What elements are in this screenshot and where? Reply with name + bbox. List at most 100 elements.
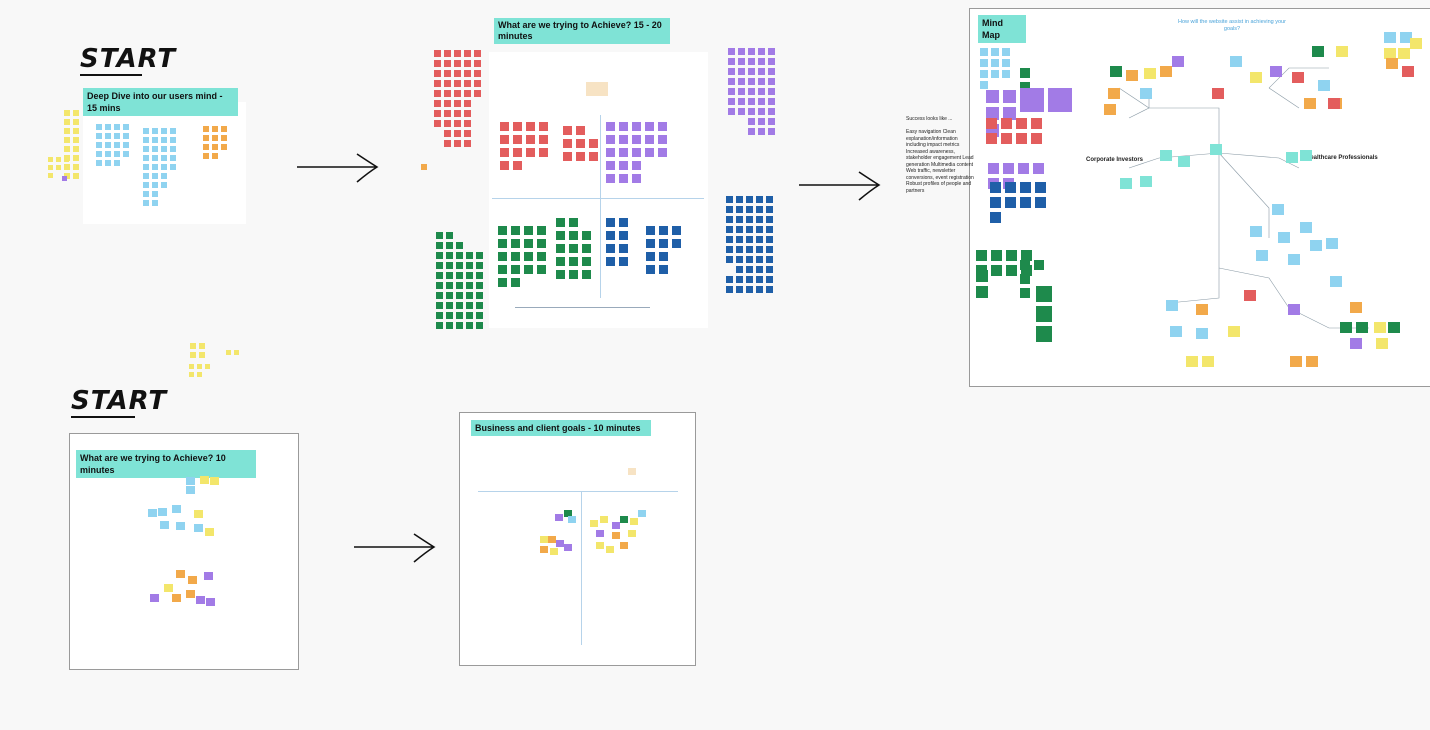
sticky-note-icon[interactable] (658, 148, 667, 157)
sticky-note-icon[interactable] (1212, 88, 1224, 99)
sticky-note-icon[interactable] (123, 151, 129, 157)
sticky-note-icon[interactable] (212, 153, 218, 159)
sticky-note-icon[interactable] (645, 135, 654, 144)
sticky-note-icon[interactable] (766, 196, 773, 203)
sticky-note-icon[interactable] (589, 139, 598, 148)
sticky-note-icon[interactable] (64, 110, 70, 116)
sticky-note-icon[interactable] (476, 312, 483, 319)
sticky-note-icon[interactable] (756, 226, 763, 233)
sticky-note-icon[interactable] (728, 68, 735, 75)
sticky-note-icon[interactable] (1005, 197, 1016, 208)
sticky-note-icon[interactable] (203, 126, 209, 132)
sticky-note-icon[interactable] (152, 182, 158, 188)
sticky-note-icon[interactable] (746, 256, 753, 263)
sticky-note-icon[interactable] (582, 231, 591, 240)
sticky-note-icon[interactable] (464, 120, 471, 127)
sticky-note-icon[interactable] (170, 128, 176, 134)
sticky-note-icon[interactable] (436, 282, 443, 289)
sticky-note-icon[interactable] (152, 155, 158, 161)
sticky-note-icon[interactable] (161, 182, 167, 188)
sticky-note-icon[interactable] (143, 155, 149, 161)
sticky-note-icon[interactable] (96, 151, 102, 157)
sticky-note-icon[interactable] (161, 146, 167, 152)
sticky-note-icon[interactable] (569, 231, 578, 240)
sticky-note-icon[interactable] (726, 226, 733, 233)
sticky-note-icon[interactable] (1036, 286, 1052, 302)
sticky-note-icon[interactable] (143, 164, 149, 170)
sticky-note-icon[interactable] (454, 130, 461, 137)
sticky-note-icon[interactable] (746, 286, 753, 293)
sticky-note-icon[interactable] (645, 148, 654, 157)
sticky-note-icon[interactable] (991, 250, 1002, 261)
sticky-note-icon[interactable] (606, 174, 615, 183)
sticky-note-icon[interactable] (48, 173, 53, 178)
sticky-note-icon[interactable] (444, 100, 451, 107)
sticky-note-icon[interactable] (513, 122, 522, 131)
sticky-note-icon[interactable] (511, 239, 520, 248)
sticky-note-icon[interactable] (1384, 48, 1396, 59)
sticky-note-icon[interactable] (114, 133, 120, 139)
sticky-note-icon[interactable] (456, 252, 463, 259)
sticky-note-icon[interactable] (1330, 276, 1342, 287)
sticky-note-icon[interactable] (539, 135, 548, 144)
sticky-note-icon[interactable] (537, 252, 546, 261)
sticky-note-icon[interactable] (632, 161, 641, 170)
sticky-note-icon[interactable] (498, 265, 507, 274)
sticky-note-icon[interactable] (748, 78, 755, 85)
sticky-note-icon[interactable] (766, 236, 773, 243)
frame-business-goals[interactable] (459, 412, 696, 666)
sticky-note-icon[interactable] (1120, 178, 1132, 189)
sticky-note-icon[interactable] (1020, 88, 1044, 112)
sticky-note-icon[interactable] (524, 239, 533, 248)
sticky-note-icon[interactable] (524, 265, 533, 274)
sticky-note-icon[interactable] (736, 196, 743, 203)
sticky-note-icon[interactable] (96, 142, 102, 148)
sticky-note-icon[interactable] (526, 135, 535, 144)
sticky-note-icon[interactable] (748, 108, 755, 115)
sticky-note-icon[interactable] (658, 122, 667, 131)
sticky-note-icon[interactable] (1250, 226, 1262, 237)
sticky-note-icon[interactable] (199, 352, 205, 358)
sticky-note-icon[interactable] (444, 80, 451, 87)
sticky-note-icon[interactable] (464, 50, 471, 57)
sticky-note-icon[interactable] (456, 322, 463, 329)
sticky-note-icon[interactable] (766, 286, 773, 293)
sticky-note-icon[interactable] (1244, 290, 1256, 301)
sticky-note-icon[interactable] (221, 144, 227, 150)
sticky-note-icon[interactable] (980, 70, 988, 78)
sticky-note-icon[interactable] (728, 78, 735, 85)
sticky-note-icon[interactable] (221, 126, 227, 132)
sticky-note-icon[interactable] (434, 80, 441, 87)
sticky-note-icon[interactable] (114, 151, 120, 157)
sticky-note-icon[interactable] (524, 252, 533, 261)
sticky-note-icon[interactable] (1310, 240, 1322, 251)
sticky-note-icon[interactable] (454, 50, 461, 57)
sticky-note-icon[interactable] (436, 272, 443, 279)
sticky-note-icon[interactable] (446, 322, 453, 329)
sticky-note-icon[interactable] (464, 100, 471, 107)
sticky-note-icon[interactable] (1398, 48, 1410, 59)
sticky-note-icon[interactable] (511, 226, 520, 235)
sticky-note-icon[interactable] (152, 164, 158, 170)
sticky-note-icon[interactable] (1350, 302, 1362, 313)
sticky-note-icon[interactable] (454, 90, 461, 97)
sticky-note-icon[interactable] (766, 216, 773, 223)
sticky-note-icon[interactable] (556, 257, 565, 266)
sticky-note-icon[interactable] (205, 528, 214, 536)
sticky-note-icon[interactable] (1166, 300, 1178, 311)
sticky-note-icon[interactable] (474, 70, 481, 77)
sticky-note-icon[interactable] (728, 108, 735, 115)
sticky-note-icon[interactable] (456, 272, 463, 279)
sticky-note-icon[interactable] (1312, 46, 1324, 57)
sticky-note-icon[interactable] (476, 322, 483, 329)
sticky-note-icon[interactable] (738, 58, 745, 65)
sticky-note-icon[interactable] (1388, 322, 1400, 333)
sticky-note-icon[interactable] (105, 133, 111, 139)
sticky-note-icon[interactable] (569, 244, 578, 253)
sticky-note-icon[interactable] (196, 596, 205, 604)
sticky-note-icon[interactable] (606, 161, 615, 170)
sticky-note-icon[interactable] (1160, 150, 1172, 161)
sticky-note-icon[interactable] (474, 90, 481, 97)
sticky-note-icon[interactable] (444, 50, 451, 57)
sticky-note-icon[interactable] (190, 343, 196, 349)
